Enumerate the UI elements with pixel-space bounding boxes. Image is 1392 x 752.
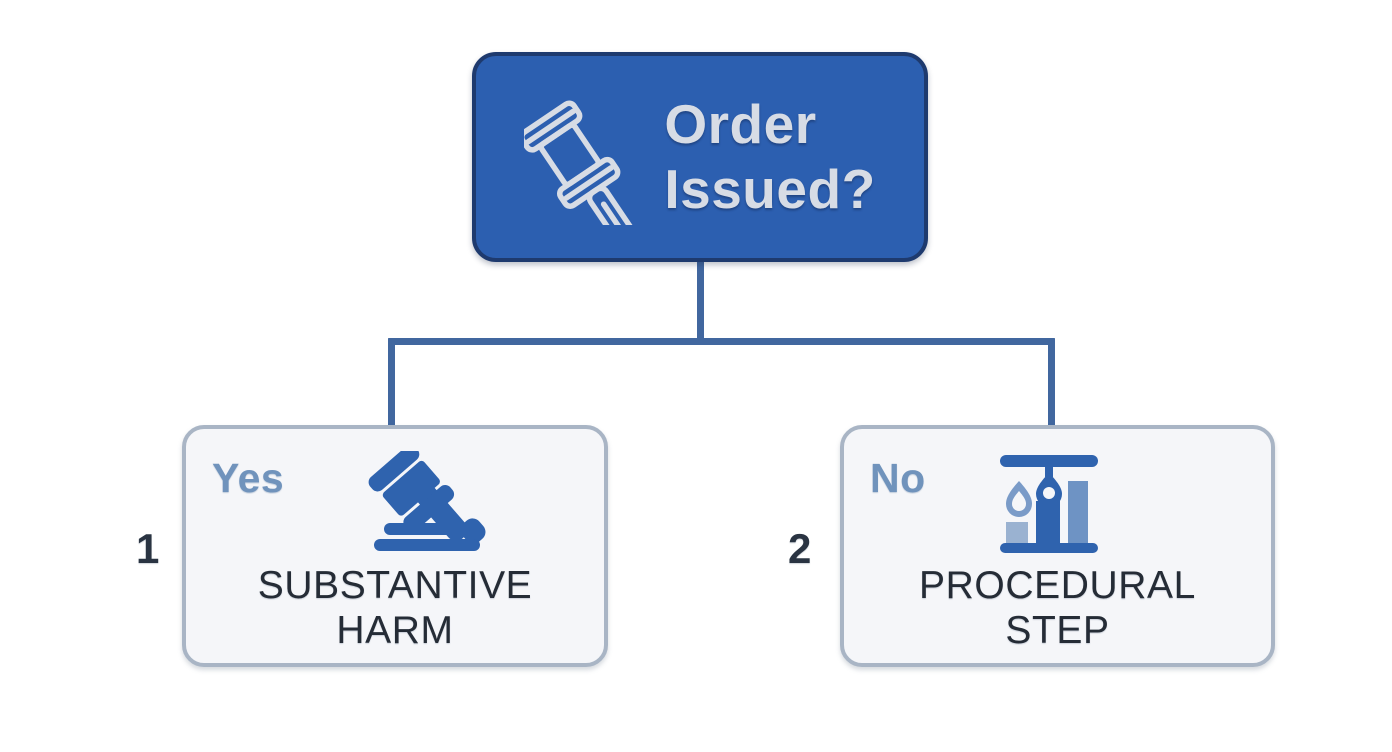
branch-title-procedural-step: PROCEDURAL STEP <box>919 564 1196 653</box>
connector-root-stem <box>697 258 704 345</box>
branch-answer-label-yes: Yes <box>212 455 285 501</box>
root-node-label: Order Issued? <box>664 93 876 220</box>
connector-to-branch-1 <box>388 338 395 428</box>
branch-answer-label-no: No <box>870 455 926 501</box>
branch-index-2: 2 <box>788 525 812 572</box>
branch-index-1: 1 <box>136 525 160 572</box>
branch-title-substantive-harm: SUBSTANTIVE HARM <box>257 564 533 653</box>
branch-card-substantive-harm[interactable]: Yes SUBSTANTIVE HARM <box>182 425 608 667</box>
connector-horizontal-bar <box>388 338 1055 345</box>
branch-card-procedural-step[interactable]: No PROCEDURAL STEP <box>840 425 1275 667</box>
gavel-icon <box>524 100 638 225</box>
balance-scale-chart-icon <box>1000 455 1098 553</box>
connector-to-branch-2 <box>1048 338 1055 428</box>
root-decision-node[interactable]: Order Issued? <box>472 52 928 262</box>
gavel-icon <box>368 451 486 551</box>
